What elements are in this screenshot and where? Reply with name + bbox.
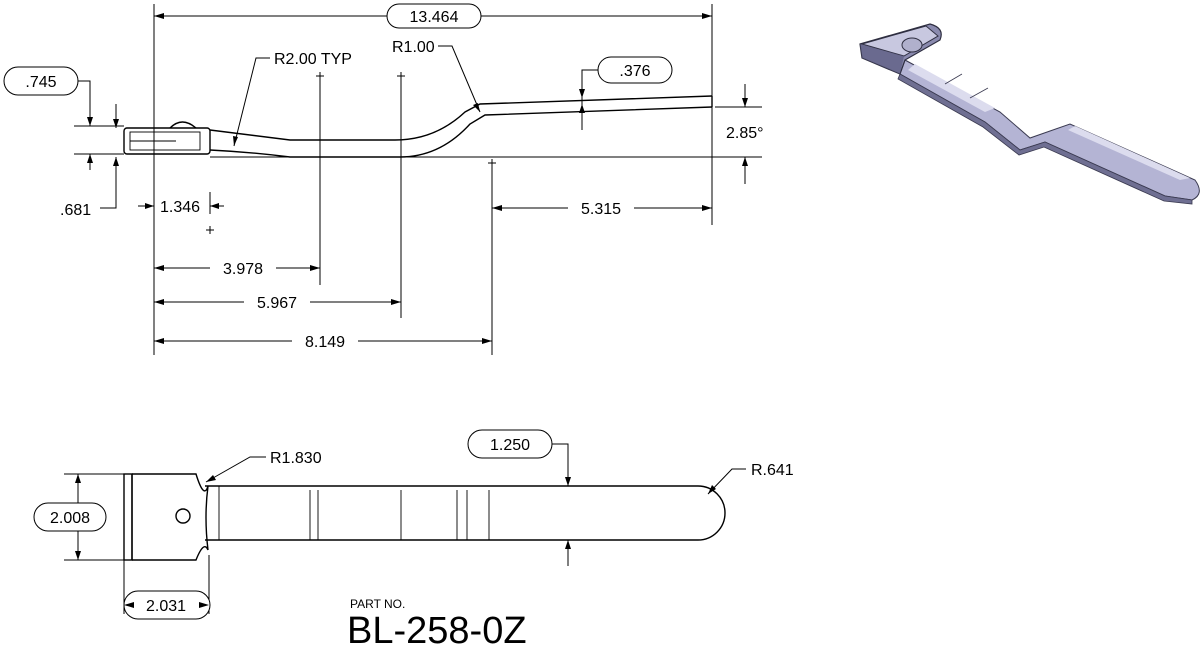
dim-13464: 13.464: [410, 9, 459, 26]
dim-2031: 2.031: [123, 555, 211, 620]
dim-overall-length: 13.464: [154, 3, 712, 29]
dim-angle: 2.85°: [726, 84, 764, 184]
top-view-profile: [123, 473, 726, 561]
dim-2031-label: 2.031: [146, 598, 186, 615]
dim-745: .745: [3, 66, 93, 170]
dim-681: .681: [60, 104, 119, 219]
dim-1346: 1.346: [138, 199, 224, 216]
dim-8149: 8.149: [154, 334, 492, 351]
dim-r100: R1.00: [392, 39, 481, 113]
dim-5315-label: 5.315: [581, 201, 621, 218]
dim-r200-typ: R2.00 TYP: [233, 51, 352, 147]
dim-376-label: .376: [619, 63, 650, 80]
dim-5967: 5.967: [154, 295, 401, 312]
dim-r200-label: R2.00 TYP: [274, 51, 352, 68]
side-view-extension-lines: [74, 4, 762, 355]
dim-681-label: .681: [60, 202, 91, 219]
part-number-block: PART NO. BL-258-0Z: [347, 597, 527, 646]
dim-3978-label: 3.978: [223, 261, 263, 278]
part-number: BL-258-0Z: [347, 610, 527, 646]
side-view-center-marks: [206, 72, 496, 234]
dim-r1830-label: R1.830: [270, 450, 322, 467]
dim-376: .376: [579, 56, 673, 130]
top-view: R1.830 1.250 R.641 2.008: [33, 429, 794, 620]
dim-5315: 5.315: [492, 201, 712, 218]
dim-8149-label: 8.149: [305, 334, 345, 351]
dim-2008-label: 2.008: [50, 510, 90, 527]
dim-r641-label: R.641: [751, 462, 794, 479]
dim-5967-label: 5.967: [257, 295, 297, 312]
dim-1250-label: 1.250: [490, 437, 530, 454]
isometric-view: [859, 23, 1200, 205]
side-view: 13.464 R2.00 TYP R1.00 .376 .745: [3, 3, 764, 355]
dim-r1830: R1.830: [205, 450, 322, 483]
dim-r100-label: R1.00: [392, 39, 435, 56]
dim-r641: R.641: [707, 462, 794, 495]
dim-angle-label: 2.85°: [726, 125, 764, 142]
dim-1250: 1.250: [467, 429, 571, 566]
side-view-profile: [123, 95, 713, 158]
part-no-label: PART NO.: [350, 597, 405, 611]
dim-3978: 3.978: [154, 261, 320, 278]
dim-1346-label: 1.346: [160, 199, 200, 216]
dim-745-label: .745: [25, 74, 56, 91]
dim-2008: 2.008: [33, 473, 124, 561]
